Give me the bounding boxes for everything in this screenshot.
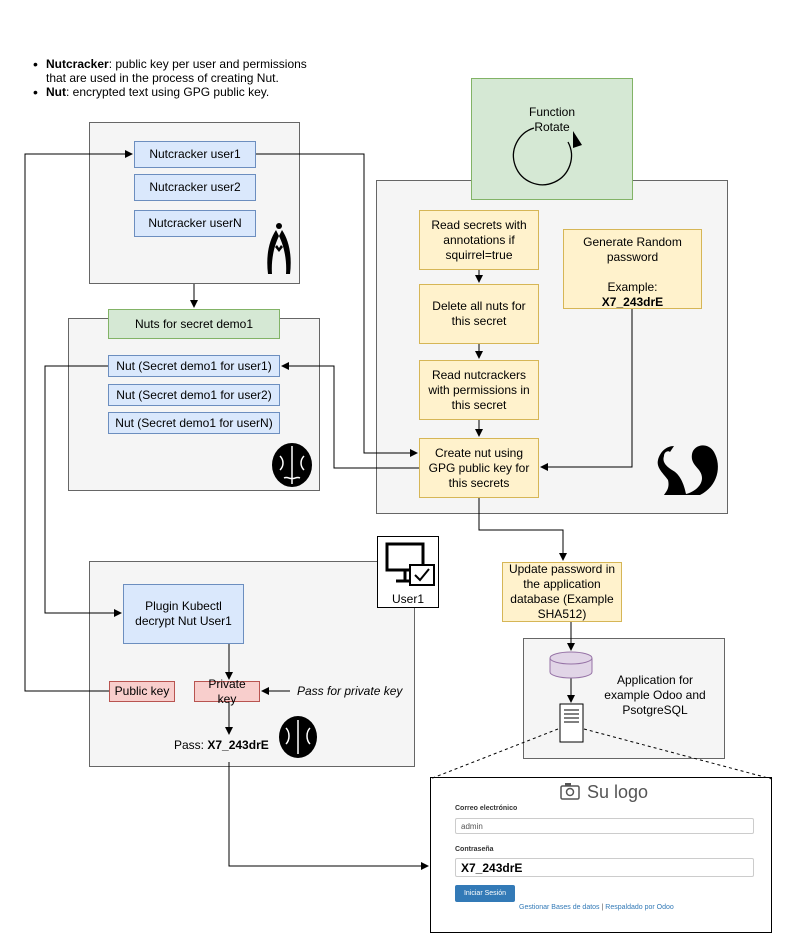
legend: Nutcracker: public key per user and perm…: [30, 57, 330, 99]
pass-label: Pass:: [174, 738, 208, 752]
function-rotate-box: Function Rotate: [471, 78, 633, 200]
legend-item-nutcracker: Nutcracker: public key per user and perm…: [30, 57, 330, 85]
brain-icon: [272, 443, 312, 487]
manage-databases-link[interactable]: Gestionar Bases de datos: [519, 904, 600, 911]
function-rotate-line2: Rotate: [534, 120, 570, 134]
edge-createnut-to-nut: [281, 362, 419, 469]
login-links: Gestionar Bases de datos | Respaldado po…: [519, 904, 674, 911]
example-label: Example:: [607, 280, 658, 294]
private-key-box: Private key: [194, 677, 260, 706]
nut-user1: Nut (Secret demo1 for user1): [108, 355, 280, 377]
example-value: X7_243drE: [601, 295, 664, 309]
email-field[interactable]: admin: [455, 818, 754, 834]
pass-result: Pass: X7_243drE: [174, 738, 269, 753]
function-rotate-line1: Function: [528, 105, 576, 119]
server-icon: [559, 703, 584, 743]
public-key-box: Public key: [109, 681, 175, 702]
login-panel: Su logo Correo electrónico admin Contras…: [430, 777, 772, 933]
password-field[interactable]: X7_243drE: [455, 858, 754, 877]
nutcracker-userN: Nutcracker userN: [134, 210, 256, 237]
nuts-header: Nuts for secret demo1: [108, 309, 280, 339]
pass-value: X7_243drE: [207, 738, 269, 752]
database-icon: [549, 651, 593, 679]
rotate-arrow-icon: [512, 127, 582, 186]
application-label: Application for example Odoo and Psotgre…: [604, 673, 706, 717]
edge-createnut-to-update: [478, 498, 567, 561]
edge-nutcracker-to-createnut: [256, 153, 418, 457]
zoom-line-left: [429, 728, 559, 780]
legend-item-nut: Nut: encrypted text using GPG public key…: [30, 85, 330, 99]
pass-hint: Pass for private key: [297, 684, 403, 698]
computer-check-icon: [385, 542, 435, 586]
email-label: Correo electrónico: [455, 805, 518, 812]
nut-user2: Nut (Secret demo1 for user2): [108, 384, 280, 406]
logo-text: Su logo: [587, 782, 649, 802]
user1-label: User1: [391, 592, 424, 606]
edge-password-to-createnut: [540, 309, 633, 471]
link-separator: |: [599, 904, 606, 911]
nutcracker-user2: Nutcracker user2: [134, 174, 256, 201]
edge-publickey-to-nutcracker: [24, 150, 133, 692]
squirrel-icon: [657, 445, 718, 495]
nutcracker-icon: [267, 223, 291, 274]
brain-icon: [279, 716, 317, 758]
login-button[interactable]: Iniciar Sesión: [455, 885, 515, 902]
generate-password-box: Generate Random password Example: X7_243…: [563, 229, 702, 309]
powered-by-odoo-link[interactable]: Respaldado por Odoo: [605, 904, 674, 911]
edge-pass-to-login: [228, 762, 429, 870]
edge-nut-to-plugin: [44, 365, 122, 617]
nutcracker-user1: Nutcracker user1: [134, 141, 256, 168]
nut-userN: Nut (Secret demo1 for userN): [108, 412, 280, 434]
zoom-line-right: [583, 728, 773, 780]
password-label: Contraseña: [455, 846, 494, 853]
plugin-group: [89, 561, 415, 767]
camera-icon: [560, 783, 580, 800]
